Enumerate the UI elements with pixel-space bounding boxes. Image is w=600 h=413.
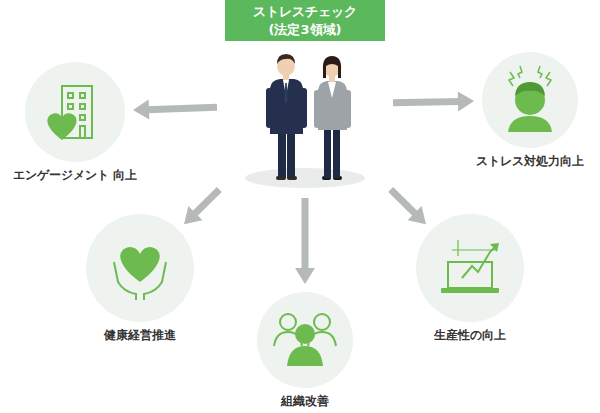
outcome-circle: 健康経営推進 xyxy=(75,214,205,344)
team-icon xyxy=(274,314,336,366)
circle-ground xyxy=(25,62,125,162)
outcome-circle: エンゲージメント 向上 xyxy=(10,62,140,184)
outcome-label: 生産性の向上 xyxy=(405,328,535,344)
outcome-circle: 組織改善 xyxy=(240,292,370,410)
arrow-shaft xyxy=(391,189,416,214)
outcome-label: エンゲージメント 向上 xyxy=(10,168,140,184)
circle-shape xyxy=(468,52,592,148)
arrow-shaft xyxy=(194,189,219,214)
arrow-head xyxy=(133,100,149,120)
heart-icon xyxy=(47,113,76,140)
arrow-head xyxy=(408,206,426,224)
arrow-shaft xyxy=(147,107,217,109)
man-figure xyxy=(266,54,307,180)
circle-ground xyxy=(257,292,353,388)
stress-head-icon xyxy=(508,66,552,132)
arrow-connector xyxy=(133,100,217,120)
title-band: ストレスチェック (法定3領域) xyxy=(225,0,385,41)
hands-heart-icon xyxy=(114,247,166,300)
circle-shape xyxy=(405,214,535,322)
woman-figure xyxy=(314,56,351,180)
outcome-label: 健康経営推進 xyxy=(75,328,205,344)
arrow-connector xyxy=(184,189,219,224)
outcome-label: 組織改善 xyxy=(240,394,370,410)
laptop-chart-icon xyxy=(441,240,499,293)
arrow-head xyxy=(458,91,474,111)
outcome-label: ストレス対処力向上 xyxy=(468,154,592,170)
circle-shape xyxy=(10,62,140,162)
floor-shadow xyxy=(245,168,365,188)
stress-check-hub: ストレスチェック (法定3領域) xyxy=(225,0,385,190)
arrow-head xyxy=(184,206,202,224)
circle-shape xyxy=(240,292,370,388)
circle-shape xyxy=(75,214,205,322)
building-icon xyxy=(62,86,92,138)
arrow-head xyxy=(295,268,315,284)
arrow-connector xyxy=(295,198,315,284)
arrow-shaft xyxy=(393,101,460,102)
outcome-circle: ストレス対処力向上 xyxy=(468,52,592,170)
circle-ground xyxy=(86,214,194,322)
arrow-connector xyxy=(393,91,474,111)
circle-ground xyxy=(416,214,524,322)
outcome-circle: 生産性の向上 xyxy=(405,214,535,344)
circle-ground xyxy=(482,52,578,148)
arrow-connector xyxy=(391,189,426,224)
arrow-shaft xyxy=(302,198,309,270)
